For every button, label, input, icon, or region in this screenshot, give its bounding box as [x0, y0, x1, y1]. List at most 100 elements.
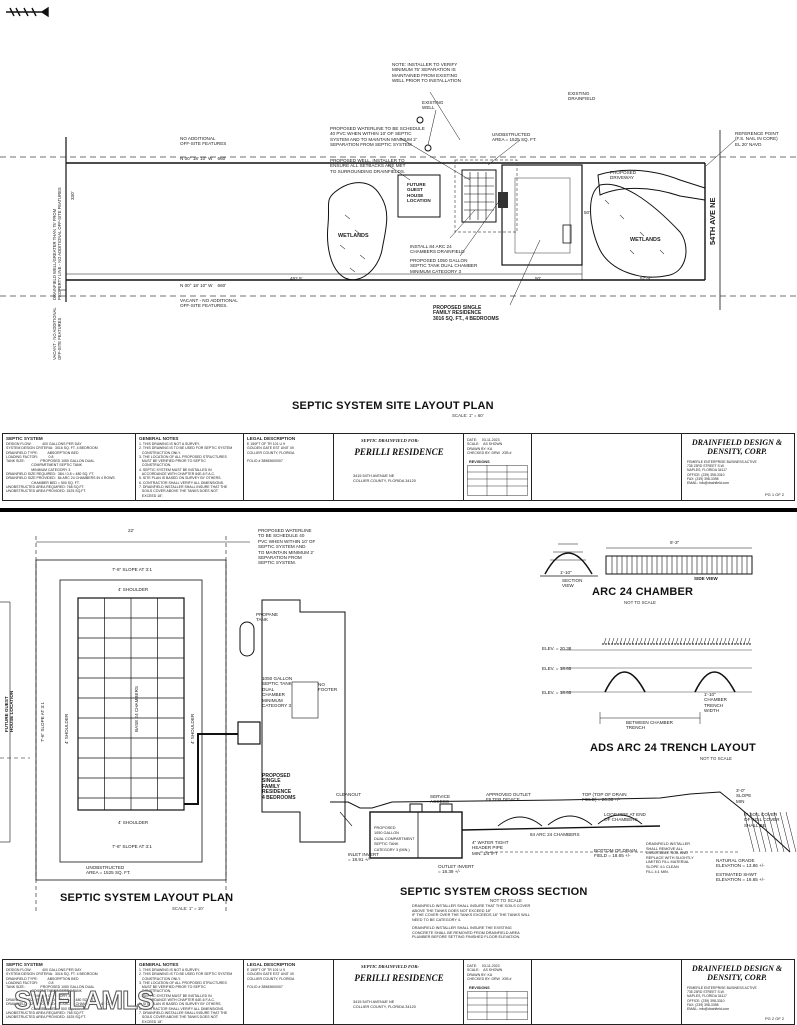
outlet-invert-label: OUTLET INVERT = 18.39 +/-: [438, 864, 475, 875]
street-name: 54TH AVE NE: [708, 197, 717, 245]
project-address-2: 3415 54TH AVENUE NE COLLIER COUNTY, FLOR…: [353, 1000, 416, 1010]
cross-section-scale: NOT TO SCALE: [490, 898, 522, 903]
reference-point-label: REFERENCE POINT (F.S. NAIL IN CORE) EL 2…: [735, 131, 779, 147]
shoulder-top-label: 4' SHOULDER: [118, 587, 149, 592]
natural-grade-label: NATURAL GRADE ELEVATION = 13.86 +/-: [716, 858, 765, 869]
cover-note: 6" SOIL COVER OF SOIL COVER SHALL BE: [744, 812, 780, 828]
waterline-note-2: PROPOSED WATERLINE TO BE SCHEDULE 40 PVC…: [258, 528, 316, 566]
inlet-invert-label: INLET INVERT = 18.91 +/-: [348, 852, 379, 863]
watermark-logo: SWFLAMLS: [13, 985, 154, 1016]
arc-chamber-scale: NOT TO SCALE: [624, 600, 656, 605]
general-notes-head-2: GENERAL NOTES: [139, 962, 179, 967]
revisions-label-2: REVISIONS: [469, 986, 490, 990]
existing-drainfield-label: EXISTING DRAINFIELD: [568, 91, 596, 102]
project-meta: DATE: 03-11-2023 SCALE: AS SHOWN DRAWN B…: [467, 438, 512, 455]
wetlands-left-label: WETLANDS: [338, 233, 369, 239]
future-guest-house-label: FUTURE GUEST HOUSE LOCATION: [407, 182, 431, 204]
page-number-2: PG 2 OF 2: [765, 1016, 785, 1021]
no-footer-label: NO FOOTER: [318, 682, 338, 693]
elev-3: ELEV. = 18.65: [542, 690, 572, 695]
loop-pipe-label: LOOP PIPE AT END OF CHAMBERS: [604, 812, 646, 823]
dim-330: 330': [70, 191, 75, 200]
legal-description-head: LEGAL DESCRIPTION: [247, 436, 296, 441]
proposed-driveway-label: PROPOSED DRIVEWAY: [610, 170, 637, 181]
sheet-divider: [0, 508, 797, 512]
waterline-note: PROPOSED WATERLINE TO BE SCHEDULE 40 PVC…: [330, 126, 425, 148]
fill-note: DRAINFIELD INSTALLER SHALL REMOVE ALL UN…: [646, 842, 694, 874]
revisions-label: REVISIONS: [469, 460, 490, 464]
dim-left: 482.5': [290, 276, 303, 281]
company-logo: DRAINFIELD DESIGN & DENSITY, CORP.: [691, 438, 783, 456]
legal-description-rows: E 150FT OF TR 101 U 9 GOLDEN GATE EST UN…: [247, 442, 295, 464]
bed-label: BASE 24 CHAMBERS: [134, 686, 139, 732]
arc-chambers-label: 84 ARC 24 CHAMBERS: [530, 832, 580, 837]
septic-system-rows: DESIGN FLOW: 400 GALLONS PER DAY SYSTEM …: [6, 442, 115, 494]
side-view-label: SIDE VIEW: [694, 576, 718, 581]
septic-system-head-2: SEPTIC SYSTEM: [6, 962, 43, 967]
residence-note: PROPOSED SINGLE FAMILY RESIDENCE 3016 SQ…: [433, 305, 499, 322]
septic-system-head: SEPTIC SYSTEM: [6, 436, 43, 441]
general-notes-rows-2: 1. THIS DRAWING IS NOT A SURVEY. 2. THIS…: [139, 968, 233, 1024]
elev-1: ELEV. = 20.38: [542, 646, 572, 651]
section-view-label: SECTION VIEW: [562, 578, 583, 589]
site-plan-drawing: [0, 91, 797, 310]
slope-min-label: 3'-0" SLOPE MIN: [736, 788, 752, 804]
shoulder-bottom-label: 4' SHOULDER: [118, 820, 149, 825]
legal-description-rows-2: E 150FT OF TR 101 U 9 GOLDEN GATE EST UN…: [247, 968, 295, 990]
dim-right: 57'-9": [640, 276, 652, 281]
bottom-drain-label: BOTTOM OF DRAIN FIELD = 18.65 +/-: [594, 848, 637, 859]
general-notes-head: GENERAL NOTES: [139, 436, 179, 441]
cleanout-label: CLEANOUT: [336, 792, 362, 797]
cross-section-title: SEPTIC SYSTEM CROSS SECTION: [400, 886, 588, 898]
general-notes-rows: 1. THIS DRAWING IS NOT A SURVEY. 2. THIS…: [139, 442, 233, 498]
septic-tank-label-2: 1050 GALLON SEPTIC TANK DUAL CHAMBER MIN…: [262, 676, 293, 709]
dim-50: 50': [584, 210, 590, 215]
revisions-table: [467, 465, 528, 496]
unobstructed-label-2: UNOBSTRUCTED AREA = 1525 SQ. FT.: [86, 865, 131, 876]
sheet-2: 22' PROPOSED WATERLINE TO BE SCHEDULE 40…: [0, 512, 797, 1025]
side-dim: 6'-3": [670, 540, 680, 545]
proposed-tank-label: PROPOSED 1050 GALLON DUAL COMPARTMENT SE…: [374, 826, 415, 852]
company-info: FEMERLE ENTERPRISE BUSINESS ACTIVE 735 2…: [687, 460, 757, 486]
service-access-label: SERVICE ACCESS: [430, 794, 451, 805]
left-vertical-note: DRAINFIELD WELL/GREATER THAN 75' FROM PR…: [52, 187, 63, 300]
slope-bottom-label: 7'-6" SLOPE AT 3:1: [112, 844, 152, 849]
dim-top: 22': [128, 528, 134, 533]
between-chamber-label: BETWEEN CHAMBER TRENCH: [626, 720, 673, 731]
left-vertical-note-2: VACANT - NO ADDITIONAL OFF-SITE FEATURES: [52, 307, 63, 360]
project-meta-2: DATE: 03-11-2023 SCALE: AS SHOWN DRAWN B…: [467, 964, 512, 981]
wetlands-right-label: WETLANDS: [630, 237, 661, 243]
north-arrow-icon: [6, 6, 49, 18]
site-plan-scale: SCALE: 1" = 60': [452, 413, 484, 418]
project-address: 3415 54TH AVENUE NE COLLIER COUNTY, FLOR…: [353, 474, 416, 484]
site-plan-title: SEPTIC SYSTEM SITE LAYOUT PLAN: [292, 400, 494, 412]
future-guest-house-2: FUTURE GUEST HOUSE LOCATION: [4, 690, 15, 732]
header-pipe-label: 4" WATER TIGHT HEADER PIPE MIN. 1/4"/FT: [472, 840, 509, 856]
trench-layout-scale: NOT TO SCALE: [700, 756, 732, 761]
vacant-bottom-label: VACANT - NO ADDITIONAL OFF-SITE FEATURES…: [180, 298, 238, 309]
septic-tank-note: PROPOSED 1050 GALLON SEPTIC TANK DUAL CH…: [410, 258, 478, 274]
project-name: PERILLI RESIDENCE: [354, 447, 444, 457]
no-additional-top-label: NO ADDITIONAL OFF-SITE FEATURES: [180, 136, 227, 147]
title-block-2: SEPTIC SYSTEM DESIGN FLOW: 400 GALLONS P…: [2, 959, 795, 1025]
proposed-well-note: PROPOSED WELL, INSTALLER TO ENSURE ALL S…: [330, 158, 406, 174]
revisions-table-2: [467, 991, 528, 1020]
project-name-2: PERILLI RESIDENCE: [354, 973, 444, 983]
chamber-trench-label: 1'-10" CHAMBER TRENCH WIDTH: [704, 692, 727, 714]
install-chambers-note: INSTALL 84 ARC 24 CHAMBERS DRAINFIELD: [410, 244, 465, 255]
septic-system-rows-2: DESIGN FLOW: 400 GALLONS PER DAY SYSTEM …: [6, 968, 115, 1020]
project-label: SEPTIC DRAINFIELD FOR:: [361, 438, 419, 443]
sheet-1: NOTE: INSTALLER TO VERIFY MINIMUM 75' SE…: [0, 0, 797, 510]
top-drain-label: TOP (TOP OF DRAIN FIELD) = 20.38 +/-: [582, 792, 627, 803]
layout-drawings: [0, 536, 797, 912]
note-installer-verify: NOTE: INSTALLER TO VERIFY MINIMUM 75' SE…: [392, 62, 461, 84]
title-block-1: SEPTIC SYSTEM DESIGN FLOW: 400 GALLONS P…: [2, 433, 795, 501]
bearing-bottom: N 00° 18' 10" W 660': [180, 283, 227, 288]
slope-left-label: 7'-6" SLOPE AT 3:1: [40, 702, 45, 742]
arc-dim: 1'-10": [560, 570, 572, 575]
project-label-2: SEPTIC DRAINFIELD FOR:: [361, 964, 419, 969]
slope-top-label: 7'-6" SLOPE AT 3:1: [112, 567, 152, 572]
approved-filter-label: APPROVED OUTLET FILTER DEVICE: [486, 792, 531, 803]
shoulder-right-label: 4' SHOULDER: [190, 713, 195, 744]
layout-plan-title: SEPTIC SYSTEM LAYOUT PLAN: [60, 892, 234, 904]
